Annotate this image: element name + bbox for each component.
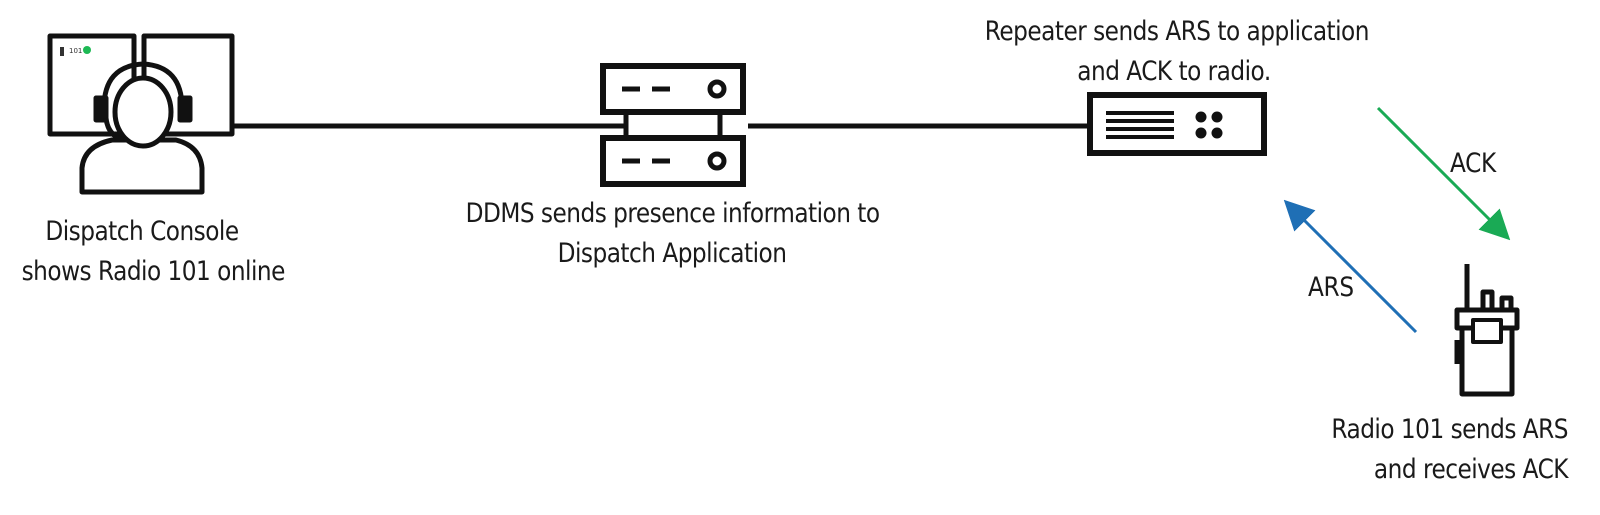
radio-caption-line1: Radio 101 sends ARS — [1331, 414, 1568, 445]
radio-caption-line2: and receives ACK — [1373, 454, 1569, 485]
ars-label: ARS — [1308, 272, 1354, 303]
ddms-caption-line2: Dispatch Application — [557, 238, 787, 269]
repeater-icon — [1087, 92, 1267, 156]
console-caption: Dispatch Console shows Radio 101 online — [21, 212, 286, 292]
ack-arrow — [1376, 106, 1511, 241]
repeater-caption: Repeater sends ARS to application and AC… — [984, 12, 1370, 92]
server-stack-icon — [600, 63, 746, 187]
radio-caption: Radio 101 sends ARS and receives ACK — [1310, 410, 1568, 490]
ars-arrow — [1283, 199, 1418, 334]
ack-label: ACK — [1450, 148, 1496, 179]
online-status-dot — [83, 46, 91, 54]
repeater-caption-line1: Repeater sends ARS to application — [984, 16, 1370, 47]
ddms-caption-line1: DDMS sends presence information to — [465, 198, 881, 229]
console-screen-status: 101 — [60, 46, 91, 56]
two-way-radio-icon — [1454, 264, 1520, 397]
console-caption-line2: shows Radio 101 online — [21, 256, 286, 287]
console-screen-label: 101 — [69, 47, 82, 55]
signal-icon — [60, 47, 64, 56]
dispatcher-headset-icon — [47, 33, 235, 195]
ddms-caption: DDMS sends presence information to Dispa… — [465, 194, 881, 274]
console-caption-line1: Dispatch Console — [45, 216, 239, 247]
repeater-caption-line2: and ACK to radio. — [1077, 56, 1271, 87]
